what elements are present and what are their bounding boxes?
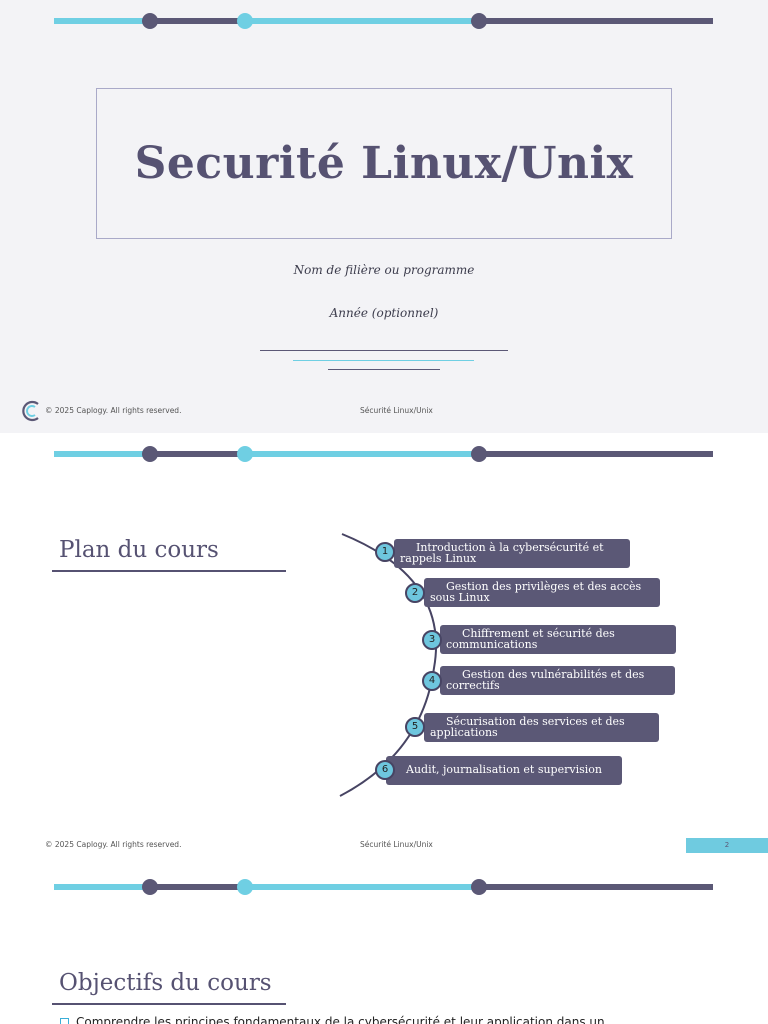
title-underline (52, 1003, 286, 1005)
agenda-number: 6 (375, 760, 395, 780)
section-title: Plan du cours (59, 537, 219, 563)
agenda-item: Introduction à la cybersécurité et rappe… (394, 539, 630, 568)
divider-line (328, 369, 440, 370)
agenda-item-label: Gestion des vulnérabilités et des correc… (446, 668, 645, 692)
agenda-item-label: Chiffrement et sécurité des communicatio… (446, 627, 615, 651)
agenda-item: Gestion des vulnérabilités et des correc… (440, 666, 675, 695)
footer-title: Sécurité Linux/Unix (360, 406, 433, 415)
divider-line (260, 350, 508, 351)
agenda-number: 3 (422, 630, 442, 650)
objectives-slide: Objectifs du cours Comprendre les princi… (0, 866, 768, 1024)
agenda-item: Chiffrement et sécurité des communicatio… (440, 625, 676, 654)
page-number: 2 (686, 838, 768, 853)
divider-line (293, 360, 474, 361)
agenda-number: 5 (405, 717, 425, 737)
checkbox-bullet-icon (60, 1018, 69, 1024)
agenda-number: 4 (422, 671, 442, 691)
footer-copyright: © 2025 Caplogy. All rights reserved. (45, 406, 182, 415)
agenda-slide: Plan du cours Introduction à la cyberséc… (0, 433, 768, 866)
year-label: Année (optionnel) (329, 306, 439, 320)
footer-title: Sécurité Linux/Unix (360, 840, 433, 849)
top-decoration (54, 13, 713, 29)
program-name: Nom de filière ou programme (293, 263, 475, 277)
agenda-number: 2 (405, 583, 425, 603)
agenda-item-label: Gestion des privilèges et des accès sous… (430, 580, 642, 604)
agenda-item: Audit, journalisation et supervision (386, 756, 622, 785)
agenda-item-label: Introduction à la cybersécurité et rappe… (400, 541, 604, 565)
top-decoration (54, 446, 713, 462)
top-decoration (54, 879, 713, 895)
title-slide: Securité Linux/Unix Nom de filière ou pr… (0, 0, 768, 433)
title-box: Securité Linux/Unix (96, 88, 672, 239)
slide-title: Securité Linux/Unix (134, 138, 634, 189)
caplogy-logo-icon (22, 400, 39, 422)
agenda-item: Gestion des privilèges et des accès sous… (424, 578, 660, 607)
title-underline (52, 570, 286, 572)
agenda-item-label: Sécurisation des services et des applica… (430, 715, 625, 739)
agenda-item-label: Audit, journalisation et supervision (406, 763, 602, 776)
agenda-item: Sécurisation des services et des applica… (424, 713, 659, 742)
agenda-number: 1 (375, 542, 395, 562)
footer-copyright: © 2025 Caplogy. All rights reserved. (45, 840, 182, 849)
section-title: Objectifs du cours (59, 970, 272, 996)
objective-text: Comprendre les principes fondamentaux de… (76, 1015, 605, 1024)
